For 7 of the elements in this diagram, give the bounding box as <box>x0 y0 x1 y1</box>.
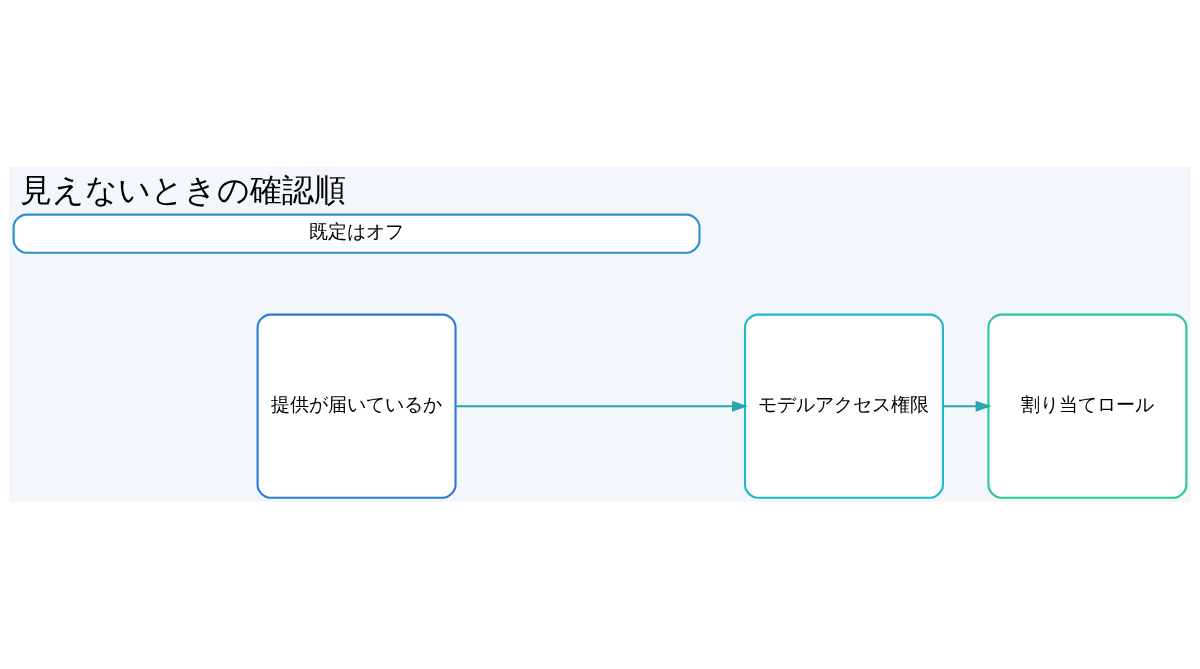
node-box: 割り当てロール <box>987 313 1188 499</box>
node-box: 既定はオフ <box>12 213 701 254</box>
arrow <box>943 400 992 412</box>
node-box: モデルアクセス権限 <box>743 313 944 499</box>
diagram-title: 見えないときの確認順 <box>20 171 347 208</box>
node-box: 提供が届いているか <box>256 313 457 499</box>
arrow <box>455 400 748 412</box>
